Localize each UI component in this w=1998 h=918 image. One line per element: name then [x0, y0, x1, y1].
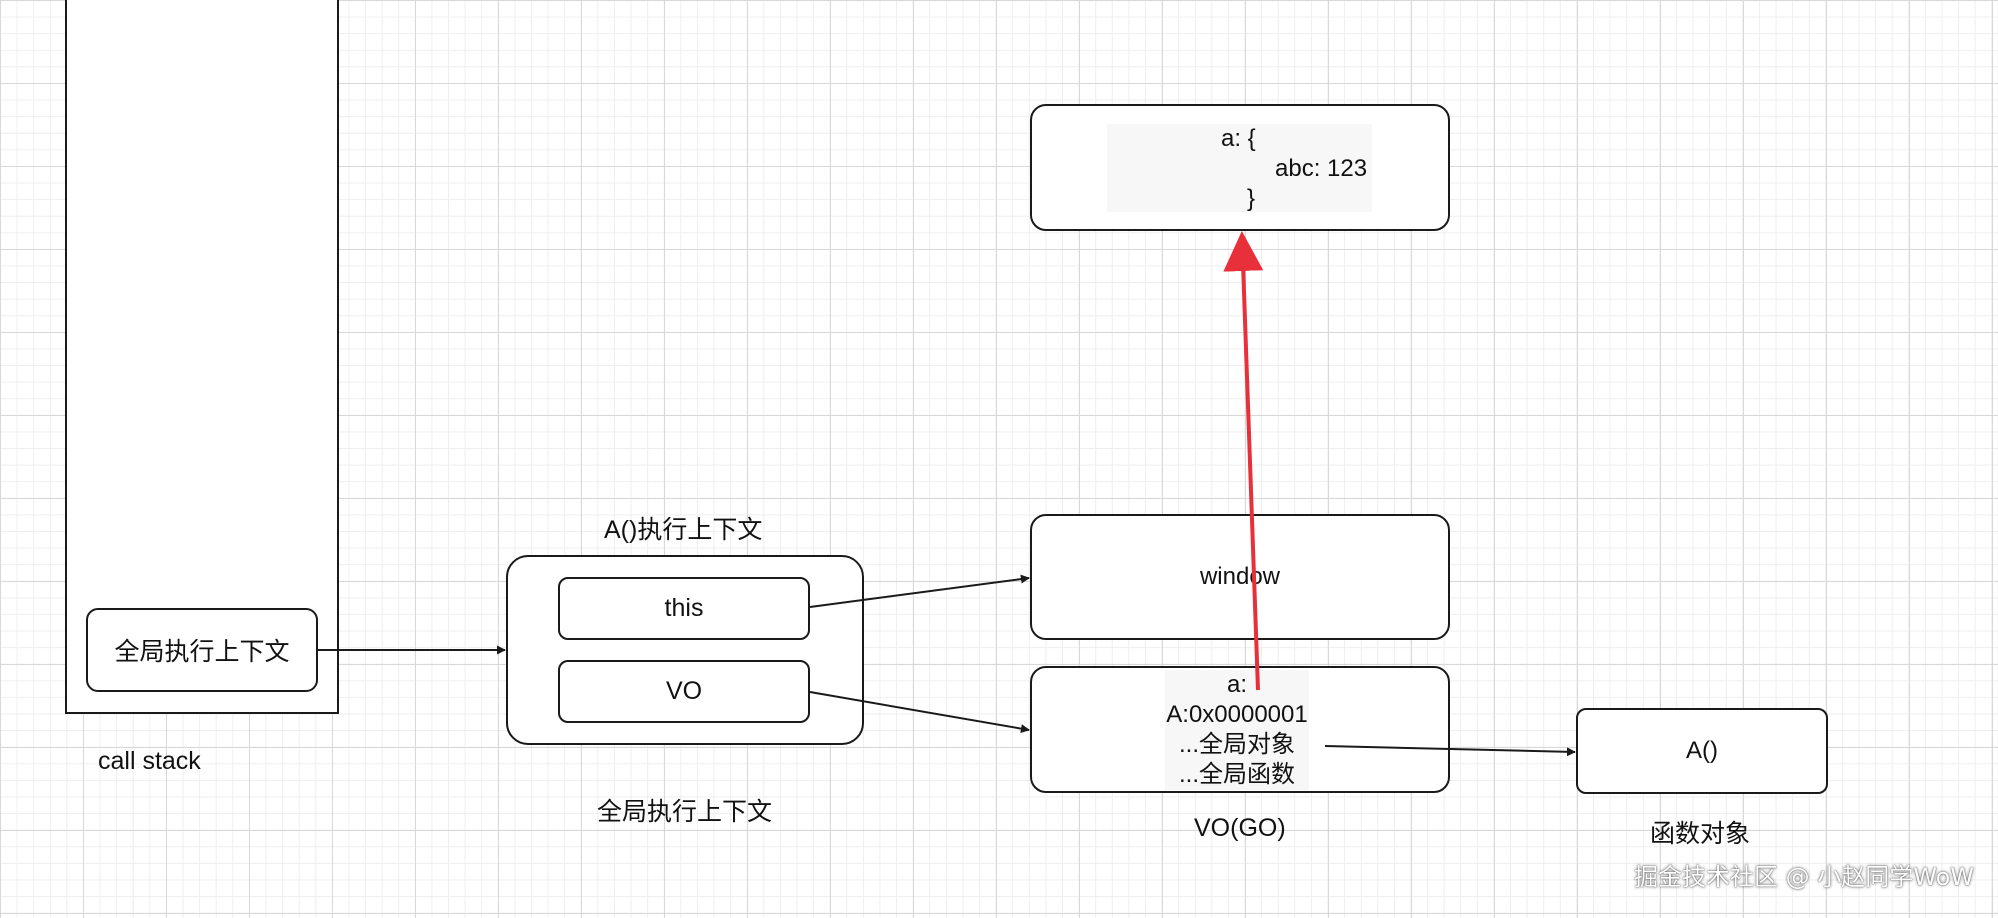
vo-go-caption: VO(GO) — [1194, 814, 1286, 842]
vo-slot[interactable]: VO — [558, 660, 810, 723]
vo-go-line-global-objects: ...全局对象 — [1178, 731, 1295, 758]
object-a-line-prop: abc: 123 — [1275, 155, 1368, 182]
vo-go-content: a: A:0x0000001 ...全局对象 ...全局函数 — [1165, 670, 1309, 790]
window-label: window — [1199, 563, 1281, 590]
object-a-line-open: a: { — [1221, 125, 1256, 152]
function-object-caption: 函数对象 — [1650, 820, 1751, 848]
vo-slot-label: VO — [665, 677, 703, 705]
call-stack-global-context-item[interactable]: 全局执行上下文 — [86, 608, 318, 692]
call-stack-container — [65, 0, 339, 714]
execution-context-title: A()执行上下文 — [604, 516, 763, 544]
function-object-label: A() — [1686, 737, 1718, 764]
vo-go-line-a: a: — [1226, 671, 1247, 698]
vo-go-line-function-ref: A:0x0000001 — [1166, 701, 1308, 728]
execution-context-caption: 全局执行上下文 — [597, 798, 773, 826]
this-slot-label: this — [664, 594, 704, 622]
call-stack-item-label: 全局执行上下文 — [114, 638, 290, 666]
call-stack-label: call stack — [98, 747, 201, 775]
object-a-line-close: } — [1247, 185, 1256, 212]
vo-go-line-global-functions: ...全局函数 — [1178, 761, 1295, 788]
object-a-content: a: { abc: 123 } — [1107, 124, 1372, 212]
watermark: 掘金技术社区 @ 小赵同学WoW — [1634, 863, 1974, 891]
window-box[interactable]: window — [1030, 514, 1450, 640]
function-object-box[interactable]: A() — [1576, 708, 1828, 794]
this-slot[interactable]: this — [558, 577, 810, 640]
